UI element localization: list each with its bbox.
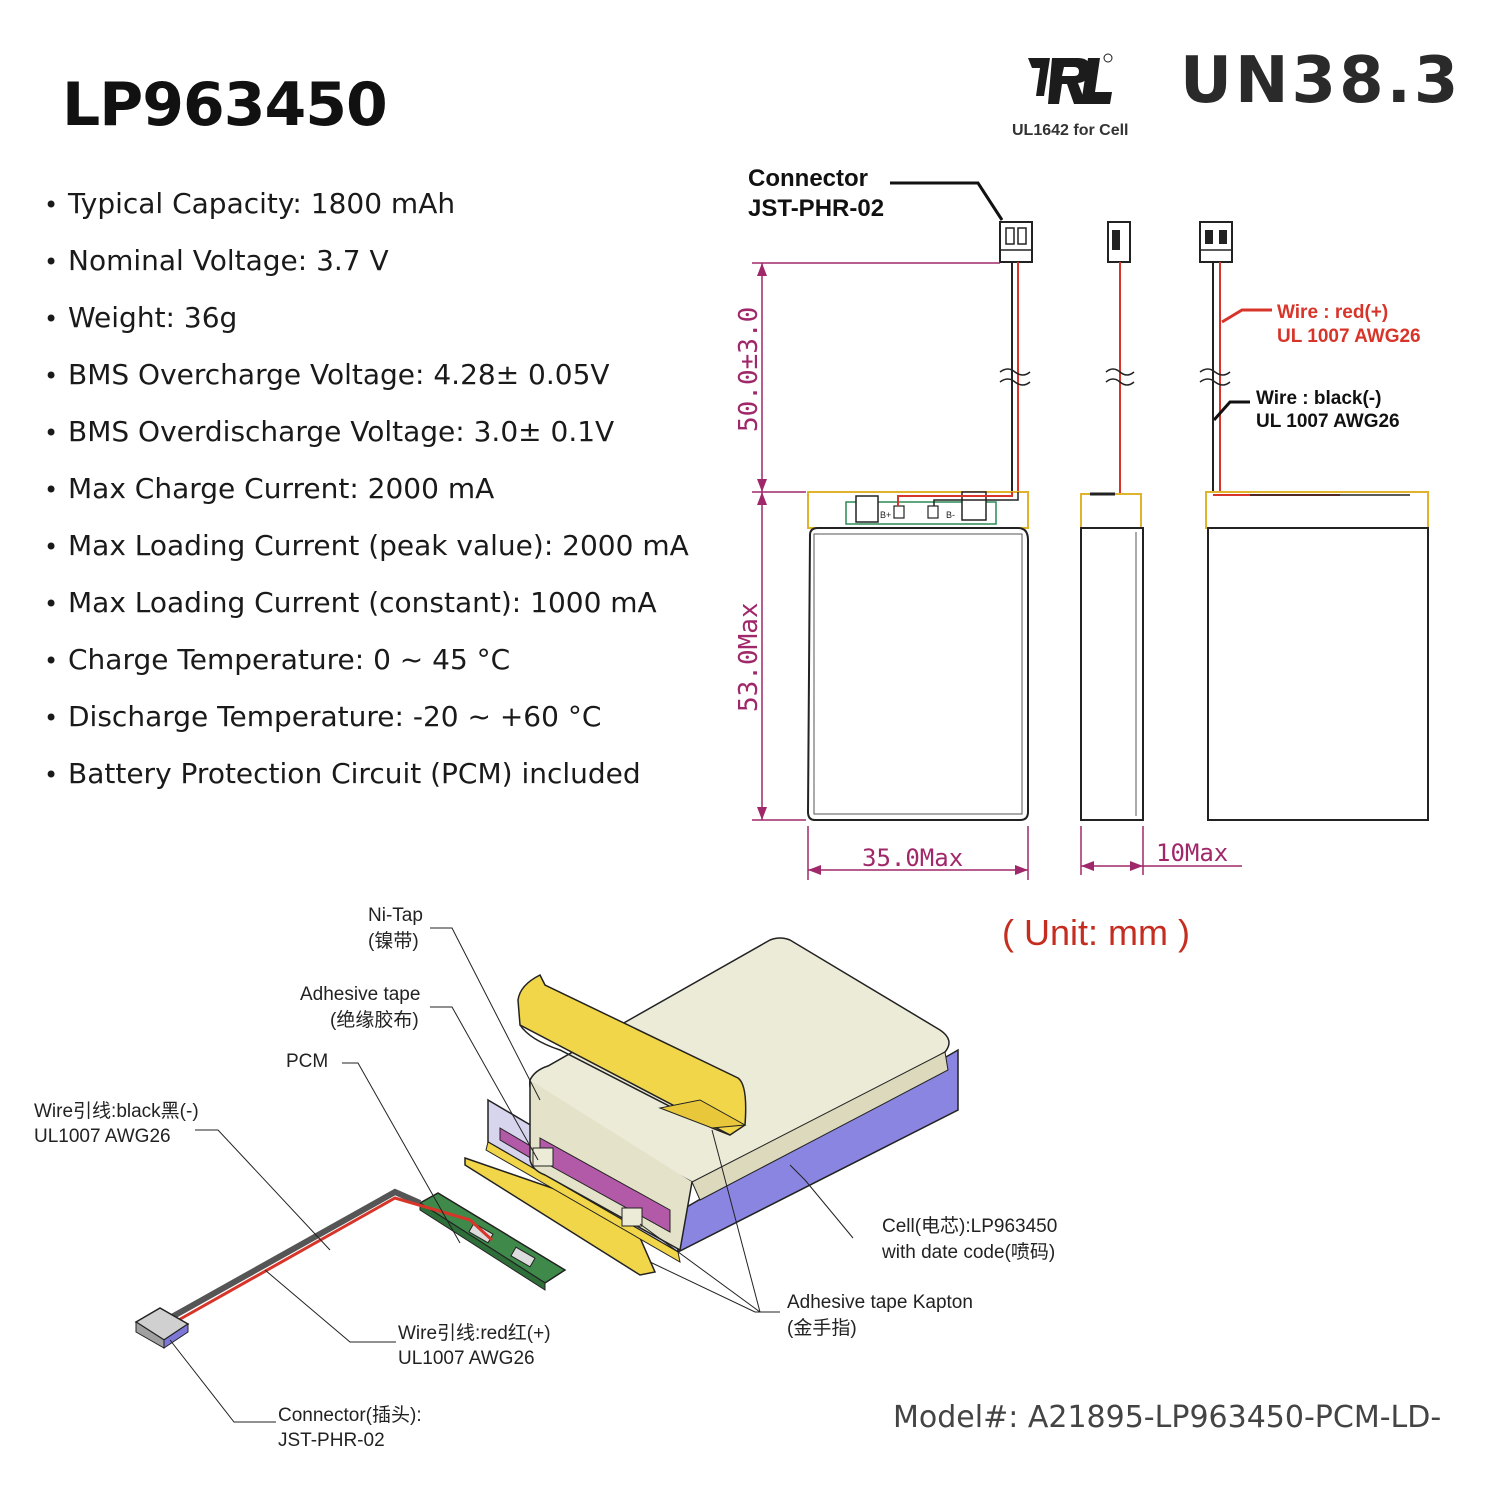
battery-side-view xyxy=(1080,492,1144,821)
battery-front-view: B+ B- xyxy=(806,491,1029,821)
un383-mark: UN38.3 xyxy=(1180,44,1462,118)
pcb-bplus-label: B+ xyxy=(880,510,891,520)
wire-red-spec: UL 1007 AWG26 xyxy=(1277,326,1421,347)
spec-text: Max Loading Current (peak value): 2000 m… xyxy=(68,529,689,562)
spec-text: Charge Temperature: 0 ~ 45 °C xyxy=(68,643,511,676)
label-wire-red: Wire引线:red红(+) xyxy=(398,1322,551,1344)
exploded-assembly xyxy=(134,937,959,1349)
spec-text: Discharge Temperature: -20 ~ +60 °C xyxy=(68,700,602,733)
label-kapton: Adhesive tape Kapton xyxy=(787,1292,973,1313)
dim-width-label: 35.0Max xyxy=(862,844,963,872)
spec-text: BMS Overdischarge Voltage: 3.0± 0.1V xyxy=(68,415,615,448)
dimension-width: 35.0Max xyxy=(807,826,1029,880)
spec-item: •Max Loading Current (constant): 1000 mA xyxy=(44,586,657,619)
connector-side-view xyxy=(1107,221,1131,263)
label-wire-black: Wire引线:black黑(-) xyxy=(34,1100,199,1122)
label-wire-red-spec: UL1007 AWG26 xyxy=(398,1348,535,1369)
unit-note: ( Unit: mm ) xyxy=(1002,912,1190,953)
label-pcm: PCM xyxy=(286,1051,328,1072)
dim-thickness-label: 10Max xyxy=(1156,839,1228,867)
label-cell-date: with date code(喷码) xyxy=(881,1241,1055,1263)
dimension-thickness: 10Max xyxy=(1080,826,1242,875)
connector-front-view xyxy=(999,221,1033,263)
label-nitap: Ni-Tap xyxy=(368,905,423,926)
spec-item: •Discharge Temperature: -20 ~ +60 °C xyxy=(44,700,602,733)
connector-callout-model: JST-PHR-02 xyxy=(748,195,884,222)
spec-item: •Nominal Voltage: 3.7 V xyxy=(44,244,389,277)
spec-text: Max Loading Current (constant): 1000 mA xyxy=(68,586,657,619)
spec-item: •Battery Protection Circuit (PCM) includ… xyxy=(44,757,641,790)
spec-text: Weight: 36g xyxy=(68,301,238,334)
spec-item: •Max Loading Current (peak value): 2000 … xyxy=(44,529,689,562)
spec-list: •Typical Capacity: 1800 mAh •Nominal Vol… xyxy=(44,180,689,807)
spec-item: •Typical Capacity: 1800 mAh xyxy=(44,187,456,220)
label-adhesive-tape: Adhesive tape xyxy=(300,984,420,1005)
pcb-bminus-label: B- xyxy=(946,510,955,520)
dim-height-label: 53.0Max xyxy=(734,602,764,712)
spec-item: •Weight: 36g xyxy=(44,301,238,334)
label-kapton-cn: (金手指) xyxy=(787,1317,857,1339)
battery-back-view xyxy=(1205,491,1429,821)
label-connector: Connector(插头): xyxy=(278,1404,422,1426)
label-nitap-cn: (镍带) xyxy=(368,930,419,952)
label-wire-black-spec: UL1007 AWG26 xyxy=(34,1126,171,1147)
ul-caption: UL1642 for Cell xyxy=(1012,122,1129,139)
connector-leader xyxy=(890,181,1004,221)
label-adhesive-tape-cn: (绝缘胶布) xyxy=(330,1009,419,1031)
model-number: Model#: A21895-LP963450-PCM-LD- xyxy=(893,1400,1442,1435)
spec-item: •BMS Overcharge Voltage: 4.28± 0.05V xyxy=(44,358,610,391)
dim-wire-label: 50.0±3.0 xyxy=(734,307,764,432)
wire-black-label: Wire : black(-) xyxy=(1256,388,1381,409)
leader-lines xyxy=(169,927,854,1423)
wire-red-label: Wire : red(+) xyxy=(1277,302,1388,323)
wire-black-spec: UL 1007 AWG26 xyxy=(1256,411,1400,432)
connector-callout-title: Connector xyxy=(748,165,868,192)
spec-item: •Max Charge Current: 2000 mA xyxy=(44,472,495,505)
dimension-wire-length: 50.0±3.0 xyxy=(734,262,1000,493)
spec-text: Battery Protection Circuit (PCM) include… xyxy=(68,757,641,790)
product-title: LP963450 xyxy=(62,70,388,140)
label-cell: Cell(电芯):LP963450 xyxy=(882,1215,1057,1237)
ul-recognized-logo xyxy=(1028,53,1113,104)
connector-back-view xyxy=(1199,221,1233,263)
spec-item: •BMS Overdischarge Voltage: 3.0± 0.1V xyxy=(44,415,615,448)
label-connector-model: JST-PHR-02 xyxy=(278,1430,385,1451)
spec-item: •Charge Temperature: 0 ~ 45 °C xyxy=(44,643,511,676)
spec-text: Max Charge Current: 2000 mA xyxy=(68,472,495,505)
spec-text: Typical Capacity: 1800 mAh xyxy=(68,187,456,220)
spec-text: Nominal Voltage: 3.7 V xyxy=(68,244,389,277)
spec-text: BMS Overcharge Voltage: 4.28± 0.05V xyxy=(68,358,610,391)
dimension-height: 53.0Max xyxy=(734,492,806,821)
